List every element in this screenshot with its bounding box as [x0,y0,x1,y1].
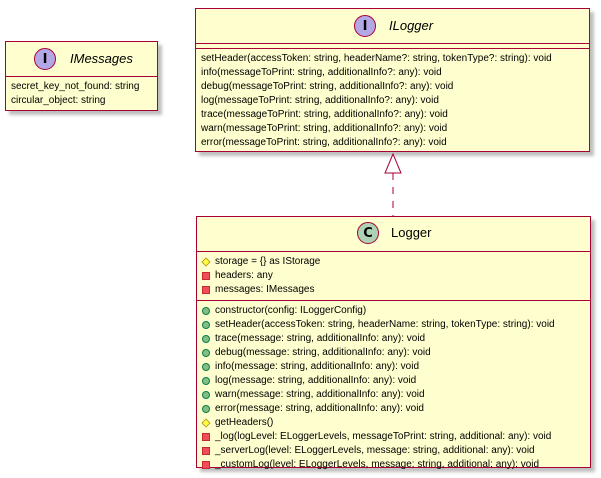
logger-method: _log(logLevel: ELoggerLevels, messageToP… [202,430,585,444]
logger-field: messages: IMessages [202,283,585,297]
ilogger-method: info(messageToPrint: string, additionalI… [201,67,442,78]
ilogger-method: setHeader(accessToken: string, headerNam… [201,53,552,64]
class-icon: C [357,222,379,244]
public-icon [202,349,210,357]
interface-icon: I [354,15,376,37]
imessages-interface: I IMessages secret_key_not_found: string… [5,41,158,111]
public-icon [202,321,210,329]
logger-class: C Logger storage = {} as IStorage header… [196,216,591,470]
imessages-field: secret_key_not_found: string [11,81,140,92]
logger-method: _customLog(level: ELoggerLevels, message… [202,458,585,472]
logger-field: headers: any [202,269,585,283]
public-icon [202,391,210,399]
logger-method: setHeader(accessToken: string, headerNam… [202,318,585,332]
ilogger-header: I ILogger [196,9,589,43]
interface-icon: I [34,48,56,70]
private-icon [202,447,210,455]
ilogger-method: log(messageToPrint: string, additionalIn… [201,95,439,106]
logger-header: C Logger [197,217,590,251]
private-icon [202,433,210,441]
private-icon [202,286,210,294]
logger-method: constructor(config: ILoggerConfig) [202,304,585,318]
logger-field: storage = {} as IStorage [201,255,585,269]
ilogger-fields [196,43,589,48]
public-icon [202,363,210,371]
protected-icon [201,257,211,267]
imessages-field: circular_object: string [11,95,106,106]
logger-method: warn(message: string, additionalInfo: an… [202,388,585,402]
logger-name: Logger [391,225,432,240]
imessages-fields: secret_key_not_found: string circular_ob… [6,76,157,111]
public-icon [202,335,210,343]
public-icon [202,307,210,315]
logger-method: debug(message: string, additionalInfo: a… [202,346,585,360]
logger-fields: storage = {} as IStorage headers: any me… [197,251,590,300]
logger-method: getHeaders() [201,416,585,430]
ilogger-method: trace(messageToPrint: string, additional… [201,109,448,120]
ilogger-method: debug(messageToPrint: string, additional… [201,81,454,92]
logger-method: log(message: string, additionalInfo: any… [202,374,585,388]
logger-method: info(message: string, additionalInfo: an… [202,360,585,374]
private-icon [202,272,210,280]
protected-icon [201,418,211,428]
ilogger-interface: I ILogger setHeader(accessToken: string,… [195,8,590,152]
imessages-name: IMessages [70,51,133,66]
imessages-header: I IMessages [6,42,157,76]
public-icon [202,377,210,385]
logger-methods: constructor(config: ILoggerConfig) setHe… [197,300,590,475]
logger-method: _serverLog(level: ELoggerLevels, message… [202,444,585,458]
private-icon [202,461,210,469]
ilogger-method: warn(messageToPrint: string, additionalI… [201,123,448,134]
public-icon [202,405,210,413]
logger-method: error(message: string, additionalInfo: a… [202,402,585,416]
ilogger-methods: setHeader(accessToken: string, headerNam… [196,48,589,153]
hollow-triangle-icon [384,152,402,174]
logger-method: trace(message: string, additionalInfo: a… [202,332,585,346]
ilogger-method: error(messageToPrint: string, additional… [201,137,447,148]
ilogger-name: ILogger [389,18,434,33]
